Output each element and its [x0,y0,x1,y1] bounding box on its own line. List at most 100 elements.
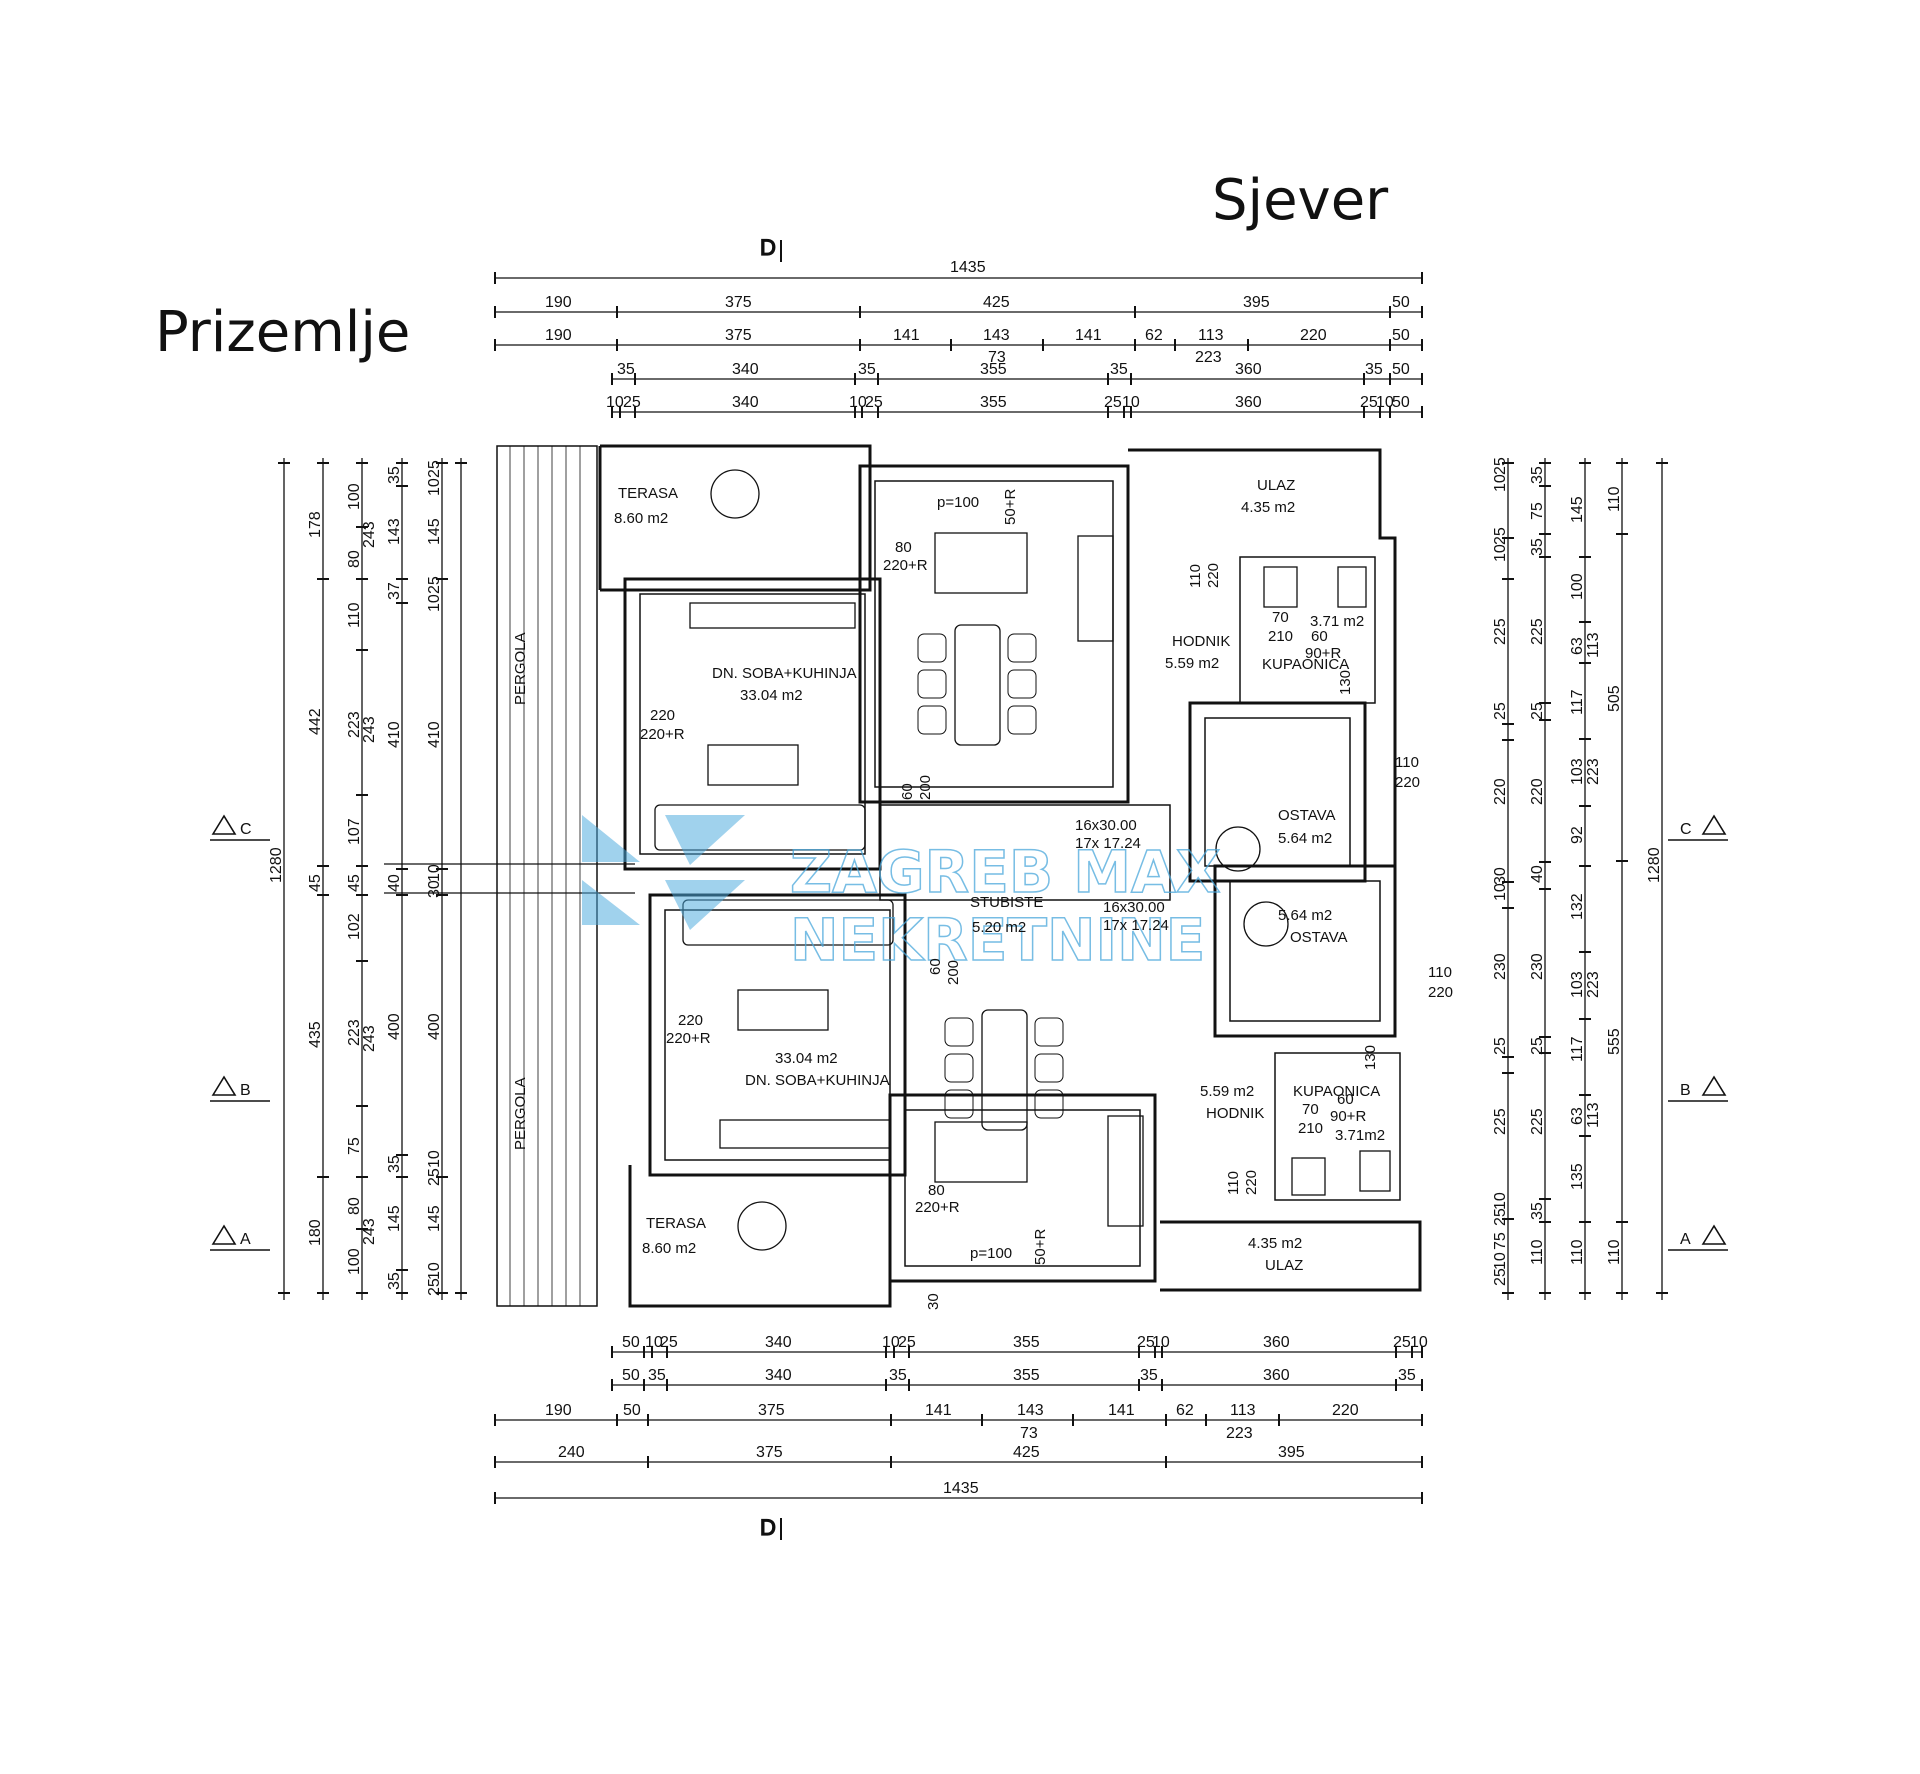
room-area: 33.04 m2 [740,687,803,704]
bottom-dim: 141 [1108,1402,1135,1419]
bottom-dim: 50 [622,1367,640,1384]
left-total: 1280 [268,847,285,883]
right-dim: 117 [1569,1036,1586,1062]
right-dim: 75 [1529,502,1546,520]
door-label: 220 [1395,774,1420,791]
left-dim: 400 [426,1013,443,1040]
right-dim: 110 [1606,486,1623,512]
left-dim: 37 [386,582,403,600]
door-label: 60 [1311,628,1328,645]
bottom-dim: 190 [545,1402,572,1419]
right-dim: 35 [1529,1202,1546,1220]
window-label: 50+R [1032,1229,1049,1265]
left-dim: 40 [386,874,403,892]
section-markers: C B A C B A [210,814,1728,1251]
room-area: 5.64 m2 [1278,907,1332,924]
left-dim: 25 [426,460,443,478]
top-dim: 25 [623,394,641,411]
window-label: 220 [650,707,675,724]
section-d-bottom: D [760,1515,776,1540]
left-dim: 100 [346,1248,363,1275]
right-dim: 25 [1529,1037,1546,1055]
window-label: 220 [678,1012,703,1029]
top-dim: 141 [893,327,920,344]
top-dim: 395 [1243,294,1270,311]
left-dim: 10 [426,1150,443,1168]
left-dim: 410 [386,721,403,748]
window-label: p=100 [937,494,979,511]
right-dim: 225 [1492,618,1509,645]
left-dim: 243 [361,521,378,548]
right-dim: 117 [1569,689,1586,715]
left-dim: 110 [346,602,363,628]
right-dim: 505 [1606,685,1623,712]
watermark: ZAGREB MAX NEKRETNINE [582,815,1221,975]
right-dim: 110 [1529,1239,1546,1265]
top-dim: 190 [545,294,572,311]
top-total: 1435 [950,259,986,276]
section-b-right: B [1680,1082,1691,1099]
top-dim: 10 [606,394,624,411]
right-dim: 225 [1492,1108,1509,1135]
door-label: 70 [1302,1101,1319,1118]
left-dim: 107 [346,818,363,845]
left-dim: 243 [361,716,378,743]
bottom-dim: 35 [1140,1367,1158,1384]
left-dim: 223 [346,711,363,738]
watermark-line2: NEKRETNINE [790,906,1205,974]
bottom-dim: 62 [1176,1402,1194,1419]
right-dim: 135 [1569,1163,1586,1190]
right-dim: 100 [1569,573,1586,600]
left-dim: 243 [361,1218,378,1245]
left-dim: 145 [426,518,443,545]
left-dim: 400 [386,1013,403,1040]
top-dim: 73 [988,349,1006,366]
top-dim: 62 [1145,327,1163,344]
top-dim: 10 [1376,394,1394,411]
top-dim: 355 [980,361,1007,378]
top-dim: 35 [1110,361,1128,378]
door-label: 110 [1395,754,1419,771]
watermark-line1: ZAGREB MAX [790,838,1221,906]
bottom-dim: 340 [765,1334,792,1351]
right-dim: 75 [1492,1232,1509,1250]
right-dim: 220 [1492,778,1509,805]
room-dn-north: DN. SOBA+KUHINJA [712,665,857,682]
bottom-dim: 143 [1017,1402,1044,1419]
left-dim: 180 [307,1219,324,1246]
bottom-dim: 355 [1013,1367,1040,1384]
left-dim: 143 [386,518,403,545]
left-dim: 145 [426,1205,443,1232]
bottom-dim: 113 [1230,1402,1256,1419]
door-label: 210 [1268,628,1293,645]
bottom-dim: 223 [1226,1425,1253,1442]
left-dim: 35 [386,1272,403,1290]
door-label: 220 [1428,984,1453,1001]
room-area: 8.60 m2 [642,1240,696,1257]
right-dim: 10 [1492,1192,1509,1210]
window-label: 220+R [883,557,928,574]
left-dim: 35 [386,1155,403,1173]
left-dim: 35 [386,466,403,484]
bottom-dim: 220 [1332,1402,1359,1419]
right-dim: 30 [1492,867,1509,885]
bottom-dim: 375 [756,1444,783,1461]
room-area: 8.60 m2 [614,510,668,527]
pergola-label: PERGOLA [512,1077,529,1150]
left-dim: 178 [307,511,324,538]
bottom-total: 1435 [943,1480,979,1497]
top-dim: 360 [1235,361,1262,378]
right-dim: 103 [1569,758,1586,785]
right-dim: 230 [1492,953,1509,980]
dim-label: 30 [925,1293,942,1310]
room-hodnik-south: HODNIK [1206,1105,1264,1122]
left-dim: 410 [426,721,443,748]
top-dim: 50 [1392,361,1410,378]
right-dim: 25 [1529,702,1546,720]
bottom-dim: 10 [645,1334,663,1351]
bottom-dim: 141 [925,1402,952,1419]
top-dim: 35 [858,361,876,378]
room-terasa-north: TERASA [618,485,678,502]
right-dim: 10 [1492,883,1509,901]
right-dim: 223 [1585,971,1602,998]
